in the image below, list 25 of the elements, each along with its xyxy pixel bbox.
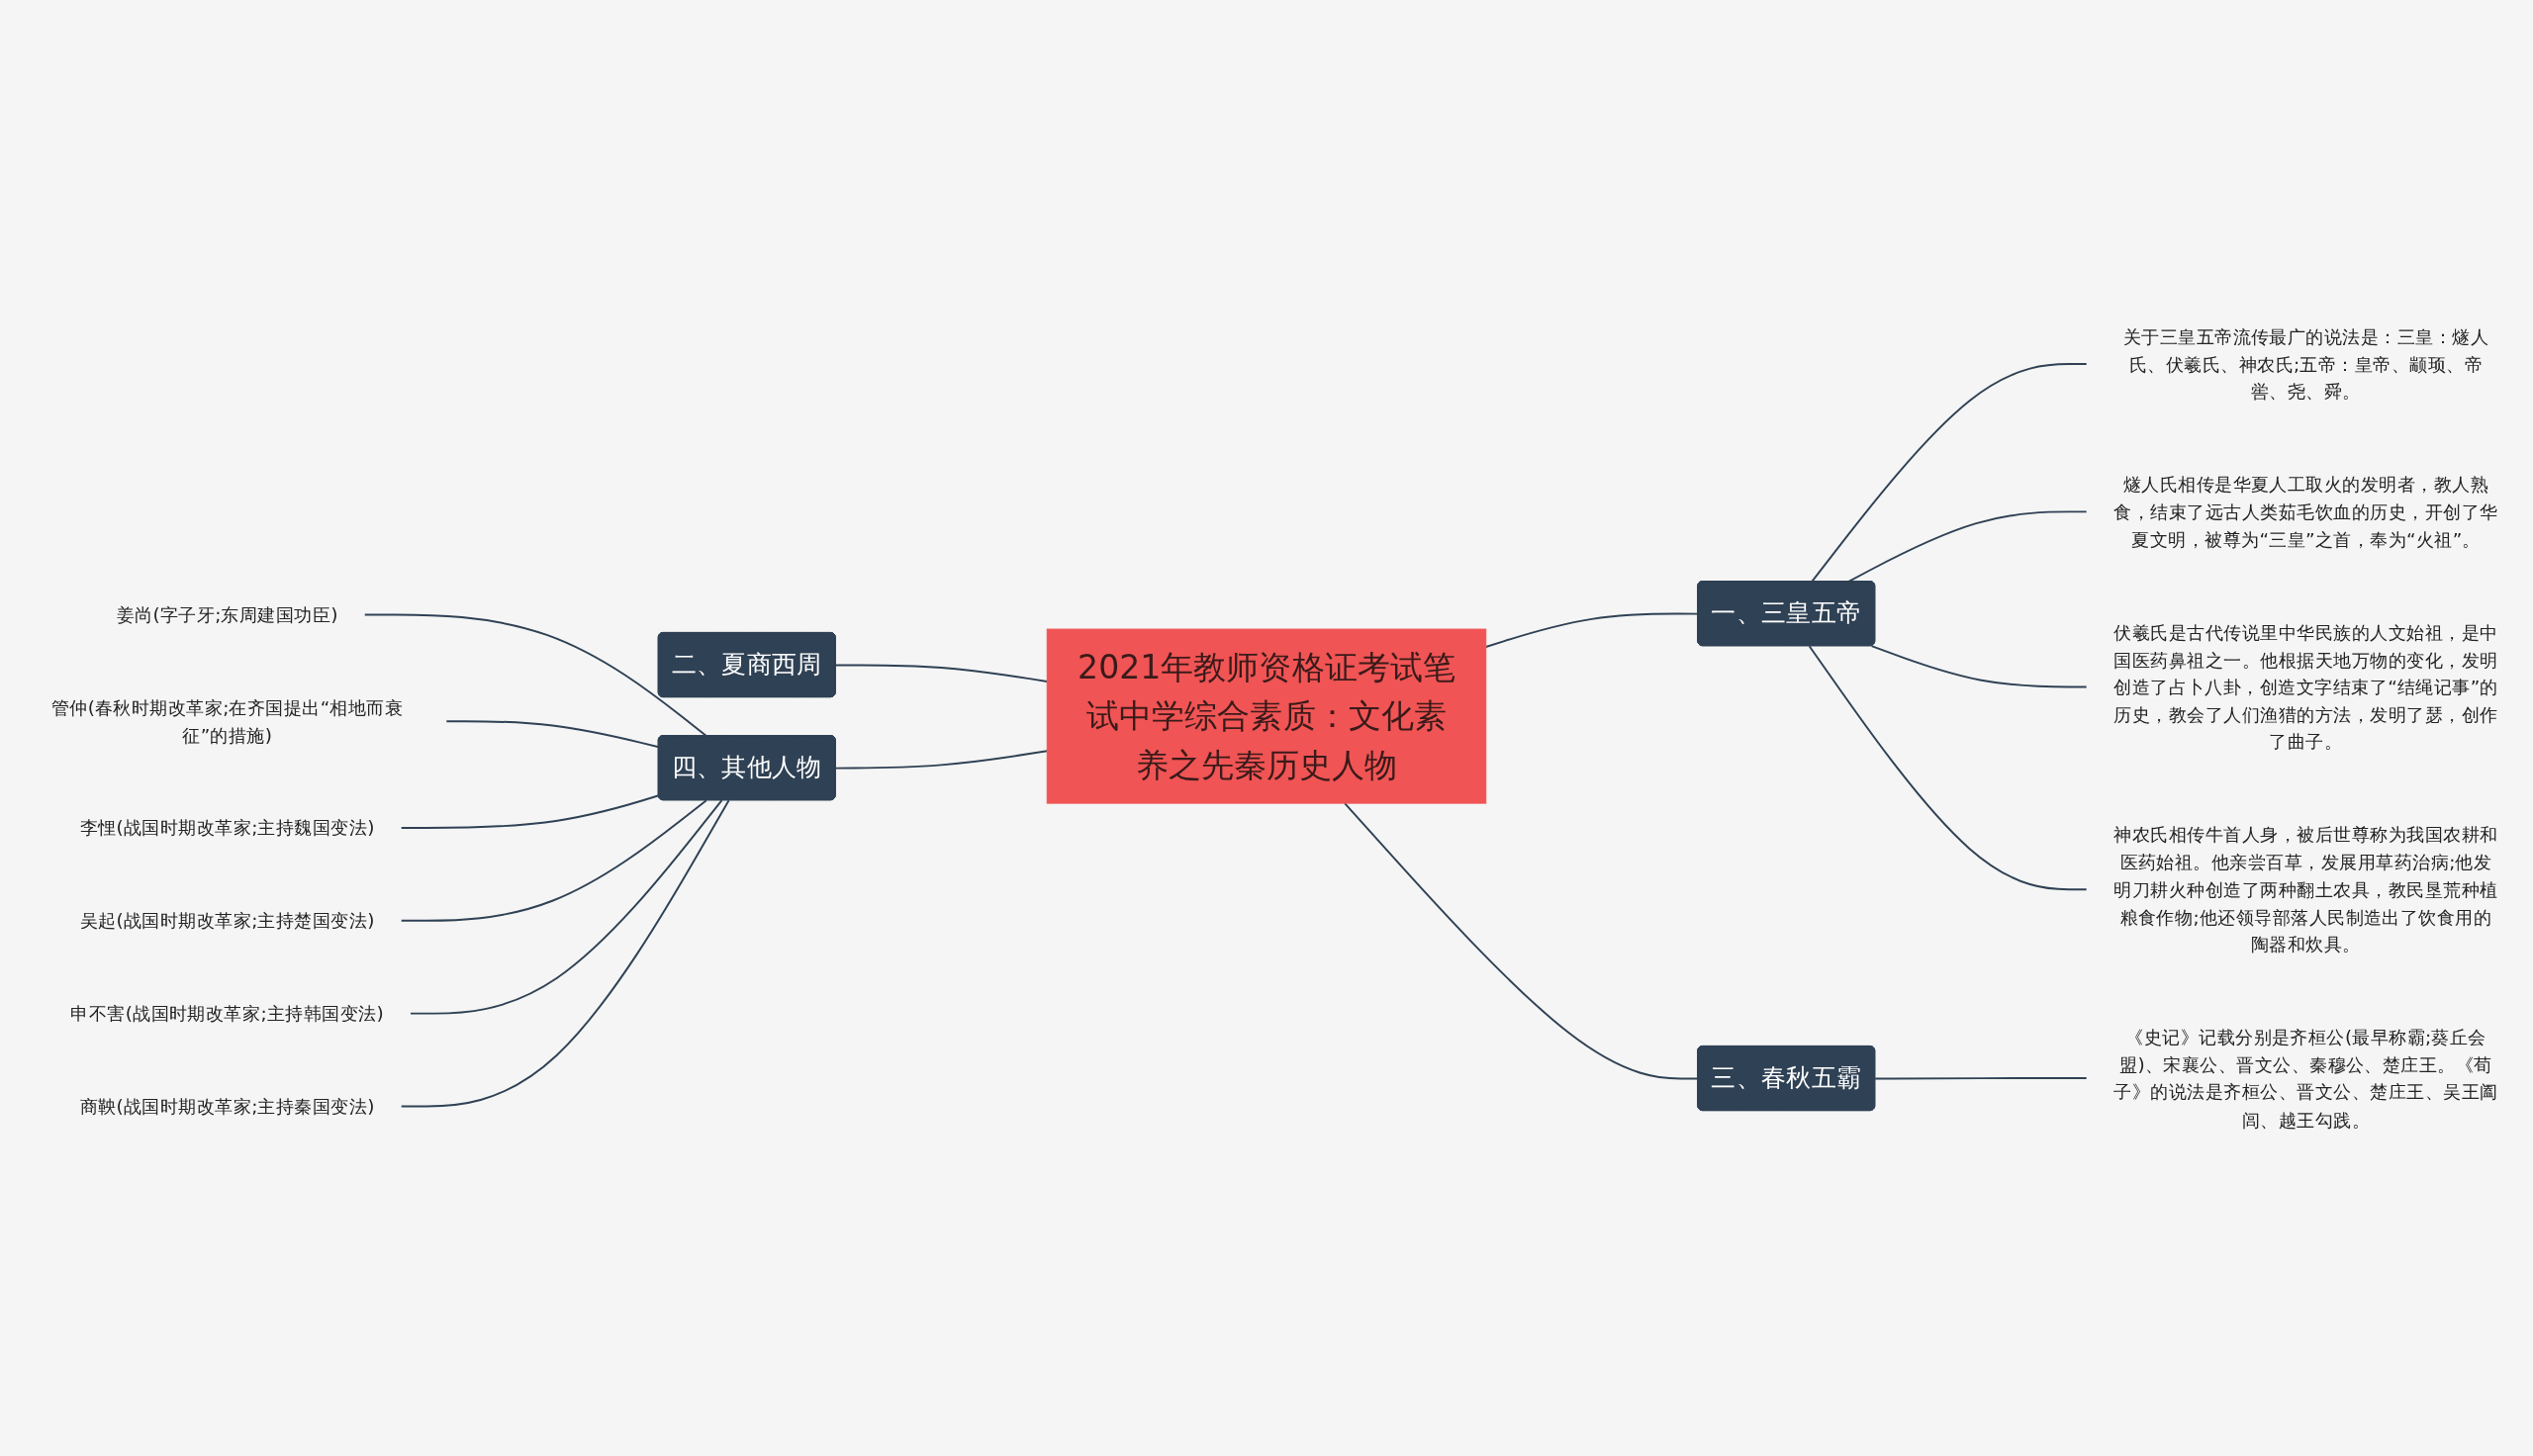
connector	[400, 794, 660, 829]
node-box: 2021年教师资格证考试笔试中学综合素质：文化素养之先秦历史人物	[1046, 628, 1487, 804]
connector	[445, 720, 660, 749]
connector	[363, 613, 707, 737]
node-text: 商鞅(战国时期改革家;主持秦国变法)	[79, 1095, 375, 1117]
connector	[1847, 510, 2088, 583]
node-text: 李悝(战国时期改革家;主持魏国变法)	[79, 816, 375, 839]
connector	[1874, 1077, 2088, 1080]
connector	[1808, 645, 2088, 891]
node-text: 管仲(春秋时期改革家;在齐国提出“相地而衰征”的措施)	[50, 696, 404, 746]
connector	[1811, 363, 2088, 583]
connector	[400, 799, 730, 1108]
connector	[400, 799, 707, 922]
node-text: 申不害(战国时期改革家;主持韩国变法)	[70, 1002, 384, 1025]
connector	[1870, 645, 2088, 688]
node-text: 神农氏相传牛首人身，被后世尊称为我国农耕和医药始祖。他亲尝百草，发展用草药治病;他发明刀耕火种创造了两种翻土农具，教民垦荒种植粮食作物;他还领导部落人民制造出了饮食用的陶器和炊具。	[2113, 823, 2498, 956]
node-text: 《史记》记载分别是齐桓公(最早称霸;葵丘会盟)、宋襄公、晋文公、秦穆公、楚庄王。《荀子》的说法是齐桓公、晋文公、楚庄王、吴王阖闾、越王勾践。	[2113, 1026, 2498, 1131]
node-text: 吴起(战国时期改革家;主持楚国变法)	[79, 909, 375, 932]
connector	[834, 750, 1049, 770]
node-text: 伏羲氏是古代传说里中华民族的人文始祖，是中国医药鼻祖之一。他根据天地万物的变化，发明创造了占卜八卦，创造文字结束了“结绳记事”的历史，教会了人们渔猎的方法，发明了瑟，创作了曲子。	[2113, 621, 2498, 753]
node-text: 燧人氏相传是华夏人工取火的发明者，教人熟食，结束了远古人类茹毛饮血的历史，开创了华夏文明，被尊为“三皇”之首，奉为“火祖”。	[2113, 473, 2498, 550]
node-text: 关于三皇五帝流传最广的说法是：三皇：燧人氏、伏羲氏、神农氏;五帝：皇帝、颛顼、帝喾、尧、舜。	[2122, 325, 2489, 403]
connector	[834, 664, 1049, 682]
node-text: 姜尚(字子牙;东周建国功臣)	[116, 603, 338, 625]
connector	[409, 799, 723, 1015]
